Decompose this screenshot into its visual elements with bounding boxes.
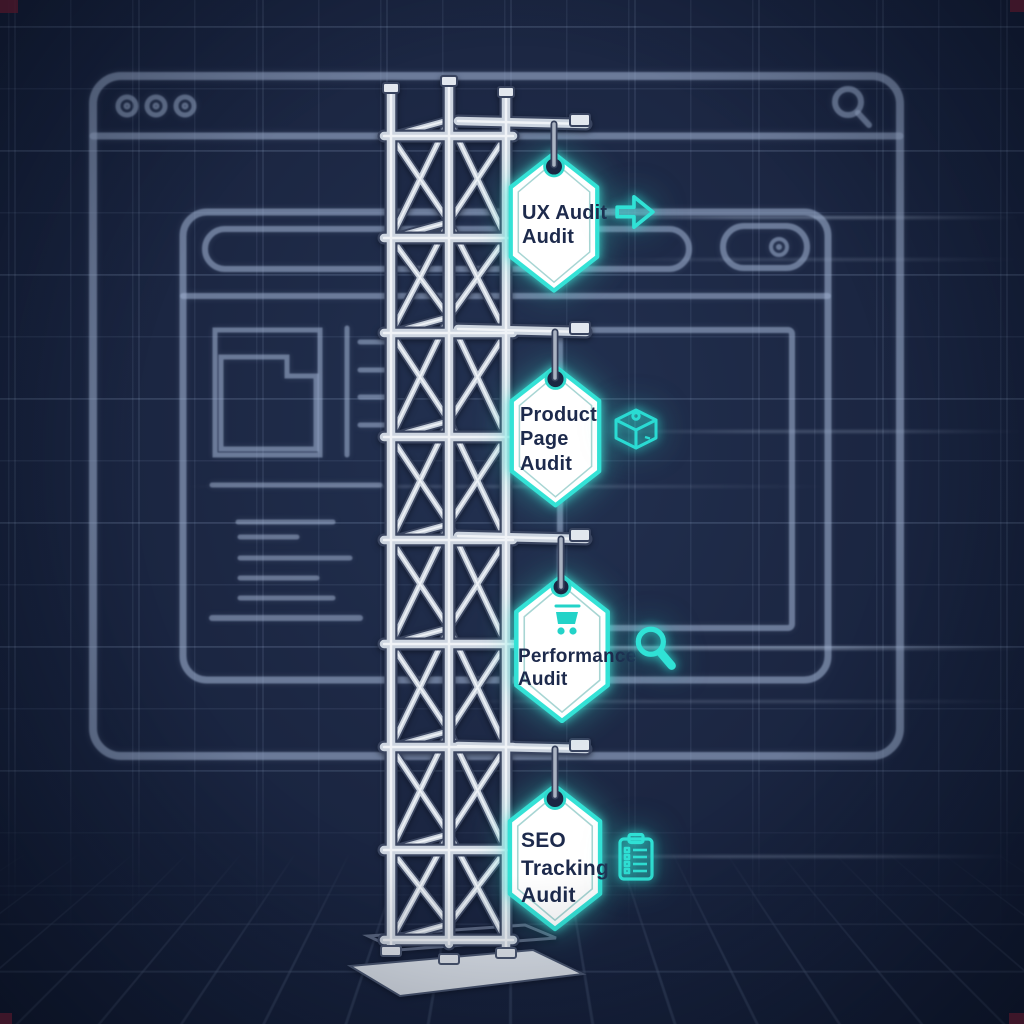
package-box-icon <box>614 408 658 450</box>
magnifier-icon <box>635 626 676 670</box>
corner-artifact <box>0 0 18 13</box>
clipboard-checklist-icon <box>618 833 654 881</box>
arrow-right-icon <box>615 194 655 230</box>
corner-artifact <box>1009 1013 1024 1024</box>
corner-artifact <box>0 1013 12 1024</box>
corner-artifact <box>1010 0 1024 12</box>
